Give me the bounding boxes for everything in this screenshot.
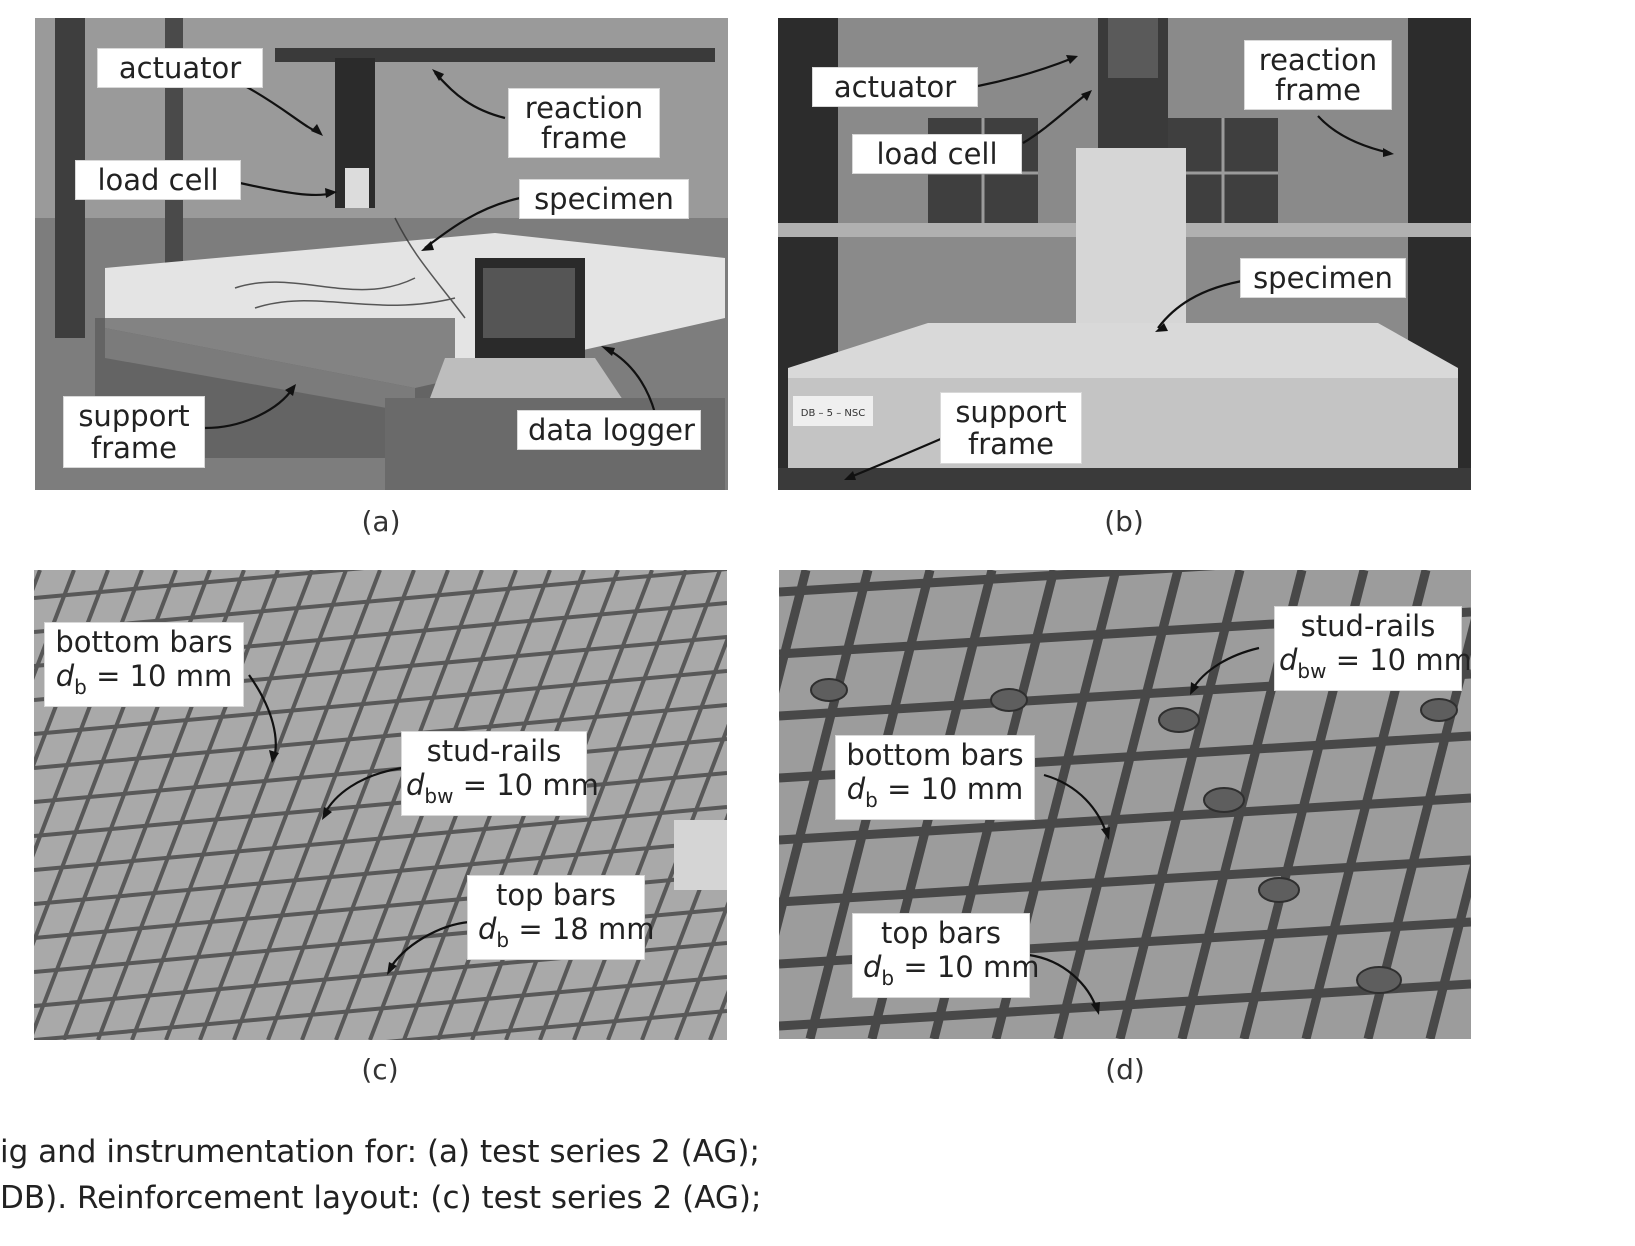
label-reaction-frame: reaction frame (508, 88, 660, 158)
photo-panel-c: bottom bars db = 10 mm stud-rails dbw = … (34, 570, 727, 1040)
plate-text: DB – 5 – NSC (801, 408, 865, 419)
label-bottom-bars: bottom bars db = 10 mm (44, 622, 244, 707)
label-load-cell: load cell (75, 160, 241, 200)
label-stud-rails: stud-rails dbw = 10 mm (401, 731, 599, 816)
label-specimen: specimen (1240, 258, 1406, 298)
label-support-frame: support frame (63, 396, 205, 468)
label-actuator: actuator (812, 67, 978, 107)
label-actuator: actuator (97, 48, 263, 88)
caption-d: (d) (1105, 1053, 1145, 1086)
caption-a: (a) (361, 505, 401, 538)
photo-panel-d: stud-rails dbw = 10 mm bottom bars db = … (779, 570, 1471, 1039)
caption-c: (c) (361, 1053, 399, 1086)
label-load-cell: load cell (852, 134, 1022, 174)
photo-panel-a: actuator reaction frame load cell specim… (35, 18, 728, 490)
figure-caption-line-1: ig and instrumentation for: (a) test ser… (0, 1134, 760, 1170)
label-reaction-frame: reaction frame (1244, 40, 1392, 110)
photo-panel-b: DB – 5 – NSC actuator reaction frame loa… (778, 18, 1471, 490)
label-support-frame: support frame (940, 392, 1082, 464)
label-specimen: specimen (519, 179, 689, 219)
label-bottom-bars: bottom bars db = 10 mm (835, 735, 1035, 820)
caption-b: (b) (1104, 505, 1144, 538)
label-top-bars: top bars db = 10 mm (852, 913, 1039, 998)
label-top-bars: top bars db = 18 mm (467, 875, 654, 960)
label-data-logger: data logger (517, 410, 701, 450)
figure-caption-line-2: DB). Reinforcement layout: (c) test seri… (0, 1180, 762, 1216)
label-stud-rails: stud-rails dbw = 10 mm (1274, 606, 1471, 691)
